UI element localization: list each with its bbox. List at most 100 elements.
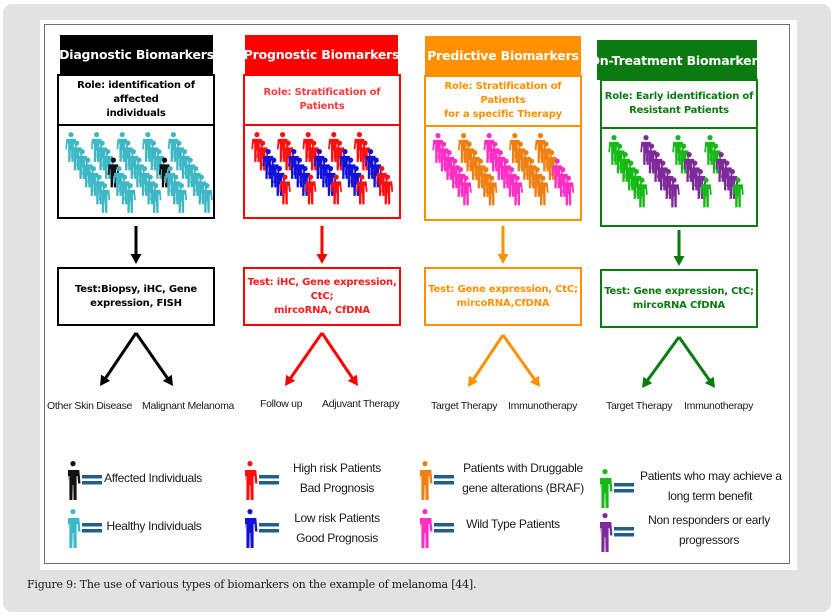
equals-icon: [614, 533, 634, 537]
on-treatment-test-box: Test: Gene expression, CtC; mircoRNA CfD…: [600, 269, 758, 328]
predictive-header: Predictive Biomarkers: [425, 36, 581, 75]
on-treatment-header: On-Treatment Biomarkers: [589, 40, 765, 80]
prognostic-role-box: Role: Stratification of Patients: [243, 74, 401, 126]
equals-icon: [82, 481, 102, 485]
person-high-risk-icon: [376, 166, 388, 196]
person-healthy-icon: [65, 132, 77, 162]
person-healthy-icon: [170, 174, 182, 205]
person-healthy-icon: [142, 132, 154, 162]
equals-icon: [434, 529, 454, 533]
equals-icon: [614, 489, 634, 493]
person-benefit-icon: [619, 152, 631, 182]
person-healthy-icon: [122, 140, 134, 171]
equals-icon: [259, 475, 279, 479]
person-wild-type-icon: [437, 141, 450, 172]
person-wild-type-icon: [557, 167, 569, 197]
person-druggable-icon: [531, 167, 543, 197]
person-benefit-icon: [672, 135, 684, 165]
person-pink-icon: [420, 509, 454, 548]
person-druggable-icon: [520, 150, 532, 180]
person-high-risk-icon: [308, 140, 320, 171]
person-wild-type-icon: [460, 175, 472, 206]
equals-icon: [434, 475, 454, 479]
person-orange-icon-figure: [420, 461, 433, 500]
prognostic-test-line: Test: iHC, Gene expression, CtC;: [247, 276, 397, 302]
person-low-risk-icon: [299, 166, 311, 196]
predictive-crowd-figures: [432, 132, 575, 206]
equals-icon: [259, 523, 279, 527]
predictive-outcome-right: Immunotherapy: [508, 400, 578, 412]
person-high-risk-icon: [381, 174, 394, 205]
person-wild-type-icon: [443, 150, 455, 180]
person-druggable-icon: [545, 150, 558, 180]
person-healthy-icon: [195, 174, 208, 205]
person-healthy-icon: [127, 148, 140, 179]
person-druggable-icon: [463, 141, 475, 172]
on-treatment-title: On-Treatment Biomarkers: [589, 52, 765, 68]
person-healthy-icon: [116, 132, 128, 162]
person-healthy-icon: [133, 157, 145, 188]
person-purple-icon-figure: [600, 513, 613, 552]
person-healthy-icon: [118, 174, 131, 205]
person-healthy-icon: [201, 182, 213, 213]
person-low-risk-icon: [319, 157, 331, 188]
person-low-risk-icon: [273, 166, 286, 196]
person-high-risk-icon: [276, 132, 289, 162]
person-benefit-icon: [732, 177, 744, 208]
predictive-test-line: Test: Gene expression, CtC;: [428, 283, 578, 295]
person-benefit-icon: [625, 160, 637, 191]
person-non-responder-icon: [640, 135, 652, 165]
person-wild-type-icon: [494, 149, 507, 180]
person-non-responder-icon: [651, 152, 663, 182]
diagnostic-test-box: Test:Biopsy, iHC, Gene expression, FISH: [57, 267, 215, 326]
person-low-risk-icon: [288, 149, 300, 179]
person-low-risk-icon: [313, 148, 326, 179]
person-high-risk-icon: [328, 132, 340, 162]
person-healthy-icon: [70, 140, 83, 171]
legend-label-line: progressors: [678, 533, 740, 547]
person-wild-type-icon: [449, 158, 461, 189]
prognostic-header: Prognostic Biomarkers: [244, 35, 400, 74]
on-treatment-role-line: Resistant Patients: [629, 105, 729, 116]
equals-icon: [259, 529, 279, 533]
diagnostic-title: Diagnostic Biomarkers: [59, 47, 214, 62]
person-green-icon-figure: [600, 469, 613, 508]
person-healthy-icon: [167, 131, 180, 162]
person-benefit-icon: [608, 135, 620, 165]
person-low-risk-icon: [339, 149, 351, 179]
legend-label-line: gene alterations (BRAF): [462, 481, 584, 495]
on-treatment-outcome-left: Target Therapy: [606, 400, 673, 412]
diagnostic-role-line: individuals: [106, 108, 166, 119]
person-healthy-icon: [87, 166, 100, 196]
predictive-test-line: mircoRNA,CfDNA: [456, 297, 550, 309]
legend-label-line: Patients who may achieve a: [640, 469, 782, 483]
legend-label-line: Non responders or early: [648, 513, 770, 527]
prognostic-outcome-right: Adjuvant Therapy: [322, 398, 400, 410]
person-healthy-icon: [96, 140, 108, 171]
person-low-risk-icon: [364, 149, 377, 179]
on-treatment-role-line: Role: Early identification of: [604, 91, 754, 102]
person-healthy-icon: [153, 149, 165, 179]
person-druggable-icon: [534, 132, 547, 163]
person-affected-icon: [158, 157, 171, 188]
person-high-risk-icon: [356, 174, 368, 205]
person-wild-type-icon: [551, 158, 563, 189]
person-healthy-icon: [150, 183, 162, 213]
equals-icon: [614, 483, 634, 487]
person-druggable-icon: [457, 133, 470, 163]
person-healthy-icon: [184, 157, 196, 188]
person-low-risk-icon: [293, 157, 306, 188]
person-healthy-icon: [175, 183, 188, 213]
person-non-responder-icon: [657, 160, 669, 191]
person-high-risk-icon: [256, 140, 269, 171]
prognostic-role-line: Role: Stratification of Patients: [263, 87, 381, 112]
diagnostic-test-line: Test:Biopsy, iHC, Gene: [75, 283, 197, 295]
prognostic-outcome-left: Follow up: [260, 398, 303, 410]
legend-label-line: High risk Patients: [293, 461, 381, 475]
predictive-test-box: Test: Gene expression, CtC; mircoRNA,CfD…: [424, 267, 582, 326]
legend-label-line: Good Prognosis: [296, 531, 378, 545]
legend-label-line: Patients with Druggable: [463, 461, 583, 475]
person-healthy-icon: [76, 149, 88, 179]
